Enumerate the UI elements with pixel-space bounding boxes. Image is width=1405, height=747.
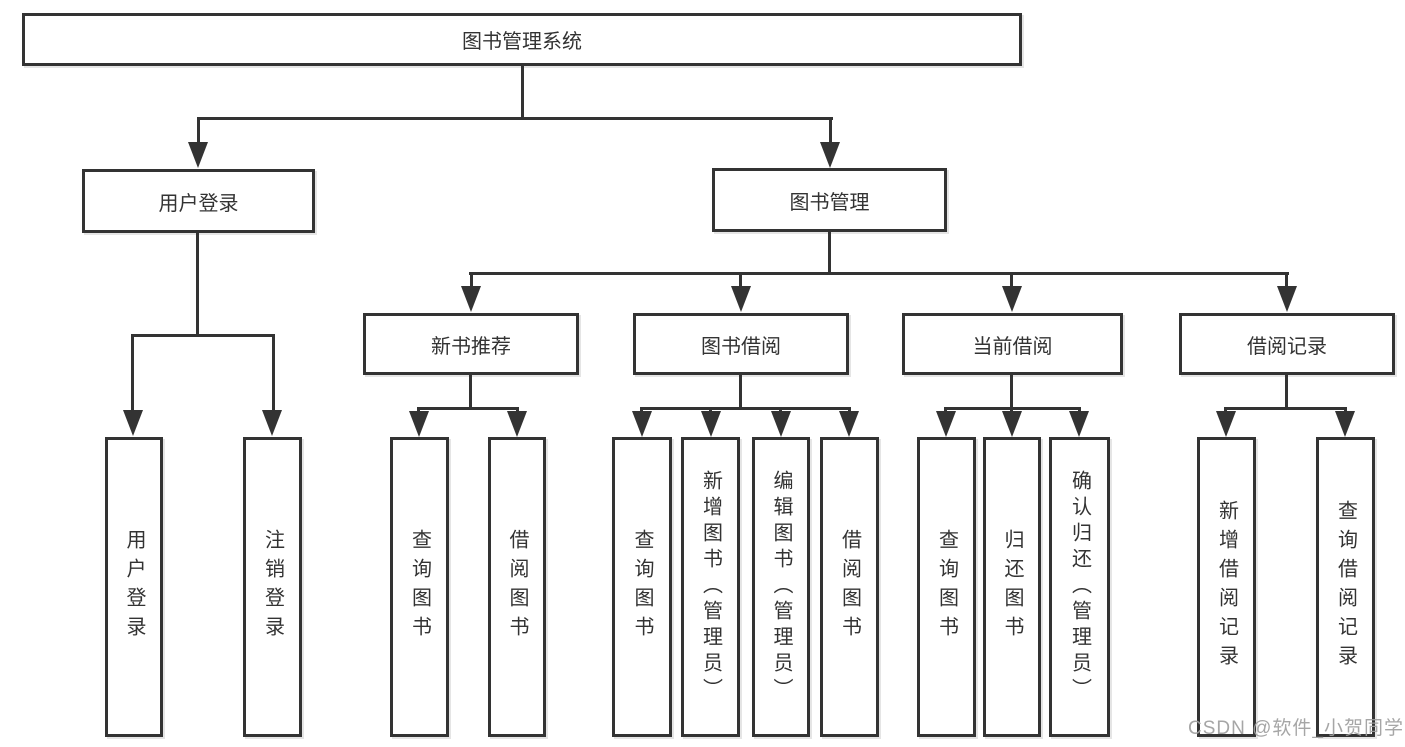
csdn-watermark: CSDN @软件_小贺同学 — [1188, 718, 1404, 739]
leaf-query-books-recommend-label: 查询图书 — [408, 529, 431, 645]
connector-line — [1344, 407, 1347, 414]
connector-line — [944, 407, 947, 414]
connector-line — [131, 334, 134, 412]
connector-line — [516, 407, 519, 414]
leaf-query-borrow-record-label: 查询借阅记录 — [1334, 500, 1357, 674]
leaf-query-books-current: 查询图书 — [917, 437, 976, 737]
arrowhead-down-icon — [731, 286, 751, 312]
arrowhead-down-icon — [701, 411, 721, 437]
leaf-confirm-return-admin-label: 确认归还（管理员） — [1068, 470, 1091, 704]
connector-line — [521, 66, 524, 120]
connector-line — [197, 117, 200, 144]
arrowhead-down-icon — [839, 411, 859, 437]
connector-line — [196, 233, 199, 336]
node-borrow-records-label: 借阅记录 — [1247, 335, 1327, 358]
leaf-user-login: 用户登录 — [105, 437, 163, 737]
node-book-borrow-label: 图书借阅 — [701, 335, 781, 358]
arrowhead-down-icon — [936, 411, 956, 437]
connector-line — [640, 407, 851, 410]
node-root-label: 图书管理系统 — [462, 31, 582, 53]
connector-line — [1078, 407, 1081, 414]
leaf-borrow-books-recommend-label: 借阅图书 — [506, 529, 528, 645]
connector-line — [417, 407, 420, 414]
connector-line — [417, 407, 519, 410]
arrowhead-down-icon — [632, 411, 652, 437]
leaf-add-books-admin: 新增图书（管理员） — [681, 437, 740, 737]
arrowhead-down-icon — [771, 411, 791, 437]
node-user-login: 用户登录 — [82, 169, 315, 233]
connector-line — [640, 407, 643, 414]
arrowhead-down-icon — [1277, 286, 1297, 312]
connector-line — [469, 272, 1289, 275]
connector-line — [1285, 272, 1288, 288]
leaf-add-borrow-record: 新增借阅记录 — [1197, 437, 1256, 737]
arrowhead-down-icon — [820, 142, 840, 168]
arrowhead-down-icon — [409, 411, 429, 437]
leaf-logout: 注销登录 — [243, 437, 302, 737]
arrowhead-down-icon — [1002, 286, 1022, 312]
connector-line — [709, 407, 712, 414]
leaf-user-login-label: 用户登录 — [123, 529, 145, 645]
node-current-borrow: 当前借阅 — [902, 313, 1123, 375]
connector-line — [272, 334, 275, 412]
leaf-borrow-books-recommend: 借阅图书 — [488, 437, 546, 737]
leaf-edit-books-admin-label: 编辑图书（管理员） — [770, 470, 792, 704]
connector-line — [828, 232, 831, 275]
node-book-mgmt-label: 图书管理 — [789, 191, 870, 214]
connector-line — [779, 407, 782, 414]
leaf-borrow-books-borrow: 借阅图书 — [820, 437, 879, 737]
leaf-query-books-borrow-label: 查询图书 — [631, 529, 653, 645]
arrowhead-down-icon — [262, 410, 282, 436]
node-user-login-label: 用户登录 — [158, 192, 239, 215]
leaf-logout-label: 注销登录 — [261, 529, 284, 645]
node-new-book-rec: 新书推荐 — [363, 313, 579, 375]
leaf-return-books-label: 归还图书 — [1001, 529, 1023, 645]
connector-line — [829, 117, 832, 144]
leaf-edit-books-admin: 编辑图书（管理员） — [752, 437, 810, 737]
connector-line — [1285, 375, 1288, 410]
leaf-return-books: 归还图书 — [983, 437, 1041, 737]
arrowhead-down-icon — [1069, 411, 1089, 437]
leaf-borrow-books-borrow-label: 借阅图书 — [838, 529, 861, 645]
connector-line — [1224, 407, 1227, 414]
node-book-borrow: 图书借阅 — [633, 313, 849, 375]
node-current-borrow-label: 当前借阅 — [972, 335, 1053, 358]
arrowhead-down-icon — [507, 411, 527, 437]
connector-line — [197, 117, 833, 120]
node-new-book-rec-label: 新书推荐 — [431, 335, 511, 358]
node-root: 图书管理系统 — [22, 13, 1022, 66]
arrowhead-down-icon — [1216, 411, 1236, 437]
arrowhead-down-icon — [1002, 411, 1022, 437]
arrowhead-down-icon — [123, 410, 143, 436]
arrowhead-down-icon — [461, 286, 481, 312]
connector-line — [1010, 375, 1013, 410]
connector-line — [1010, 407, 1013, 414]
arrowhead-down-icon — [1335, 411, 1355, 437]
leaf-query-books-current-label: 查询图书 — [935, 529, 958, 645]
arrowhead-down-icon — [188, 142, 208, 168]
leaf-query-borrow-record: 查询借阅记录 — [1316, 437, 1375, 737]
leaf-add-books-admin-label: 新增图书（管理员） — [699, 470, 722, 704]
connector-line — [1010, 272, 1013, 288]
leaf-query-books-borrow: 查询图书 — [612, 437, 672, 737]
leaf-confirm-return-admin: 确认归还（管理员） — [1049, 437, 1110, 737]
connector-line — [1224, 407, 1347, 410]
leaf-add-borrow-record-label: 新增借阅记录 — [1215, 500, 1238, 674]
connector-line — [848, 407, 851, 414]
connector-line — [739, 272, 742, 288]
leaf-query-books-recommend: 查询图书 — [390, 437, 449, 737]
node-book-mgmt: 图书管理 — [712, 168, 947, 232]
node-borrow-records: 借阅记录 — [1179, 313, 1395, 375]
connector-line — [469, 375, 472, 410]
connector-line — [739, 375, 742, 410]
connector-line — [470, 272, 473, 288]
connector-line — [131, 334, 275, 337]
